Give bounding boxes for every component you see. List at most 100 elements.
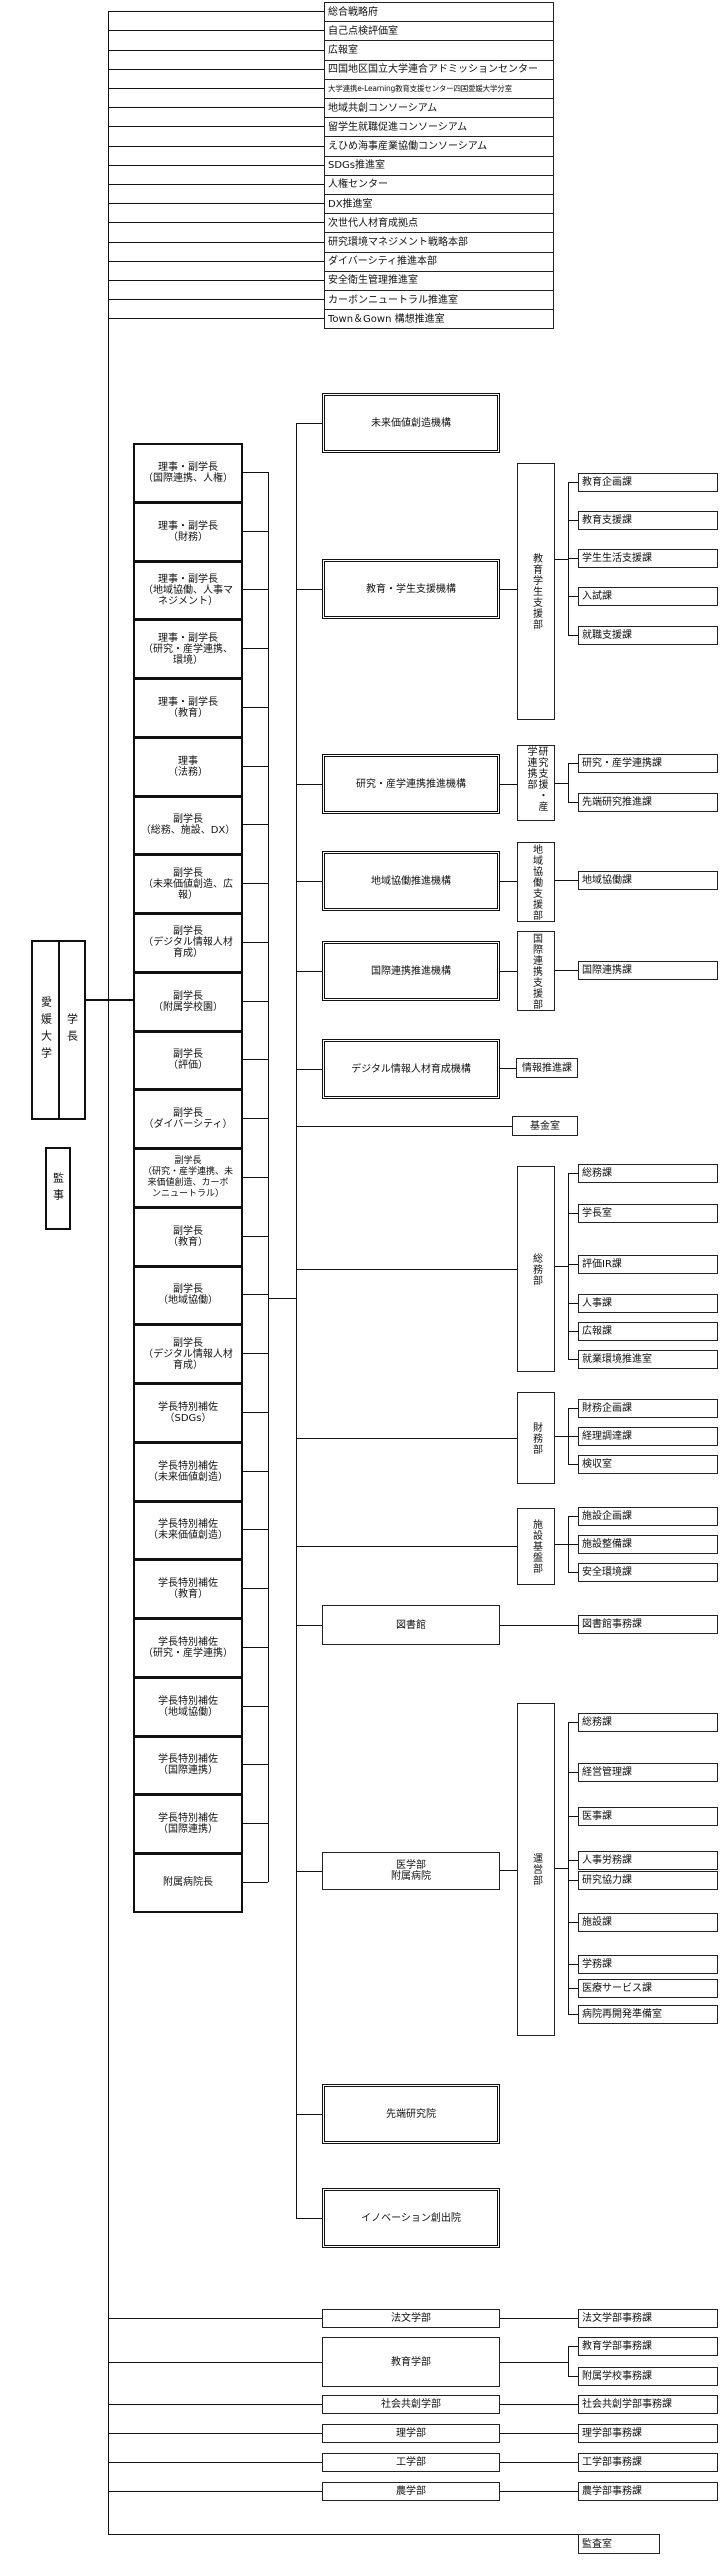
connector-line: [243, 648, 268, 650]
connector-line: [108, 87, 324, 89]
president-box: 学長: [58, 940, 86, 1120]
connector-line: [555, 970, 568, 971]
connector-line: [568, 1464, 578, 1465]
connector-line: [108, 107, 324, 109]
dept-kokusai-box: 国際連携支援部: [517, 931, 555, 1011]
connector-line: [568, 1264, 578, 1265]
section-box: 病院再開発準備室: [578, 2005, 718, 2024]
executive-box: 学長特別補佐 （教育）: [133, 1559, 243, 1619]
section-box: 広報課: [578, 1322, 718, 1341]
connector-line: [555, 1544, 568, 1545]
connector-line: [296, 970, 322, 972]
executive-box: 学長特別補佐 （国際連携）: [133, 1794, 243, 1854]
org-kenkyu-box: 研究・産学連携推進機構: [322, 754, 500, 814]
connector-line: [568, 1213, 578, 1214]
executive-box: 副学長 （評価）: [133, 1030, 243, 1091]
connector-line: [568, 1516, 578, 1517]
connector-line: [243, 1764, 268, 1766]
executive-box: 理事 （法務）: [133, 736, 243, 797]
executive-box: 副学長 （未来価値創造、広 報）: [133, 854, 243, 914]
dept-somu-box: 総務部: [517, 1166, 555, 1372]
faculty-office-box: 工学部事務課: [578, 2453, 718, 2472]
connector-line: [108, 183, 324, 185]
connector-line: [568, 802, 578, 803]
connector-line: [567, 2346, 569, 2377]
connector-line: [555, 1266, 568, 1267]
executive-box: 理事・副学長 （国際連携、人権）: [133, 443, 243, 503]
connector-line: [108, 30, 324, 32]
connector-line: [108, 164, 324, 166]
dept-kenkyu-box: 研究支援・産学連携部: [517, 745, 555, 821]
connector-line: [568, 1544, 578, 1545]
connector-line: [243, 765, 268, 767]
connector-line: [555, 558, 568, 560]
connector-line: [243, 1588, 268, 1590]
connector-line: [108, 68, 324, 70]
top-office-box: カーボンニュートラル推進室: [324, 290, 554, 311]
connector-line: [108, 145, 324, 147]
connector-line: [243, 1411, 268, 1413]
connector-line: [108, 999, 133, 1001]
section-box: 先端研究推進課: [578, 793, 718, 812]
connector-line: [568, 1303, 578, 1304]
top-office-box: 安全衛生管理推進室: [324, 270, 554, 291]
org-kyoiku-box: 教育・学生支援機構: [322, 559, 500, 619]
section-box: 研究・産学連携課: [578, 754, 718, 773]
connector-line: [243, 1823, 268, 1825]
section-box: 人事労務課: [578, 1851, 718, 1870]
faculty-office-box: 附属学校事務課: [578, 2367, 718, 2386]
executive-box: 附属病院長: [133, 1853, 243, 1913]
connector-line: [500, 880, 517, 882]
connector-line: [500, 1067, 516, 1069]
connector-line: [108, 279, 324, 281]
executive-box: 理事・副学長 （研究・産学連携、 環境）: [133, 619, 243, 679]
connector-line: [296, 1125, 512, 1127]
executive-box: 理事・副学長 （財務）: [133, 501, 243, 562]
connector-line: [500, 1869, 517, 1871]
top-office-box: 広報室: [324, 40, 554, 61]
top-office-box: 大学連携e-Learning教育支援センター四国愛媛大学分室: [324, 78, 554, 99]
connector-line: [500, 2318, 578, 2319]
connector-line: [296, 1624, 322, 1626]
top-office-box: 総合戦略府: [324, 2, 554, 23]
connector-line: [500, 588, 517, 590]
section-box: 医療サービス課: [578, 1979, 718, 1998]
connector-line: [568, 1359, 578, 1360]
top-office-box: えひめ海事産業協働コンソーシアム: [324, 136, 554, 157]
top-office-box: 次世代人材育成拠点: [324, 213, 554, 234]
dept-unei-box: 運営部: [517, 1703, 555, 2036]
section-box: 入試課: [578, 587, 718, 606]
faculty-office-box: 社会共創学部事務課: [578, 2395, 718, 2414]
connector-line: [568, 1331, 578, 1332]
section-box: 教育支援課: [578, 511, 718, 530]
top-office-box: Town＆Gown 構想推進室: [324, 309, 554, 330]
connector-line: [500, 2462, 578, 2463]
connector-line: [555, 1868, 568, 1869]
connector-line: [243, 824, 268, 826]
faculty-office-box: 教育学部事務課: [578, 2337, 718, 2356]
connector-line: [568, 1408, 578, 1409]
innovation-box: イノベーション創出院: [322, 2188, 500, 2248]
connector-line: [243, 706, 268, 708]
executive-box: 学長特別補佐 （SDGs）: [133, 1383, 243, 1443]
connector-line: [500, 2433, 578, 2434]
connector-line: [243, 1881, 268, 1883]
connector-line: [555, 1436, 568, 1437]
executive-box: 副学長 （研究・産学連携、未 来価値創造、カーボ ンニュートラル）: [133, 1148, 243, 1208]
connector-line: [568, 520, 578, 521]
connector-line: [108, 49, 324, 51]
connector-line: [568, 2346, 578, 2347]
executive-box: 学長特別補佐 （地域協働）: [133, 1676, 243, 1737]
dept-zaimu-box: 財務部: [517, 1392, 555, 1484]
connector-line: [108, 2533, 578, 2535]
section-box: 就職支援課: [578, 626, 718, 645]
university-box: 愛媛大学: [31, 940, 61, 1120]
connector-line: [243, 530, 268, 532]
connector-line: [296, 783, 322, 785]
connector-line: [500, 2361, 568, 2363]
connector-line: [243, 1235, 268, 1237]
connector-line: [243, 1646, 268, 1648]
connector-line: [568, 482, 578, 483]
connector-line: [108, 222, 324, 224]
connector-line: [568, 1173, 578, 1174]
